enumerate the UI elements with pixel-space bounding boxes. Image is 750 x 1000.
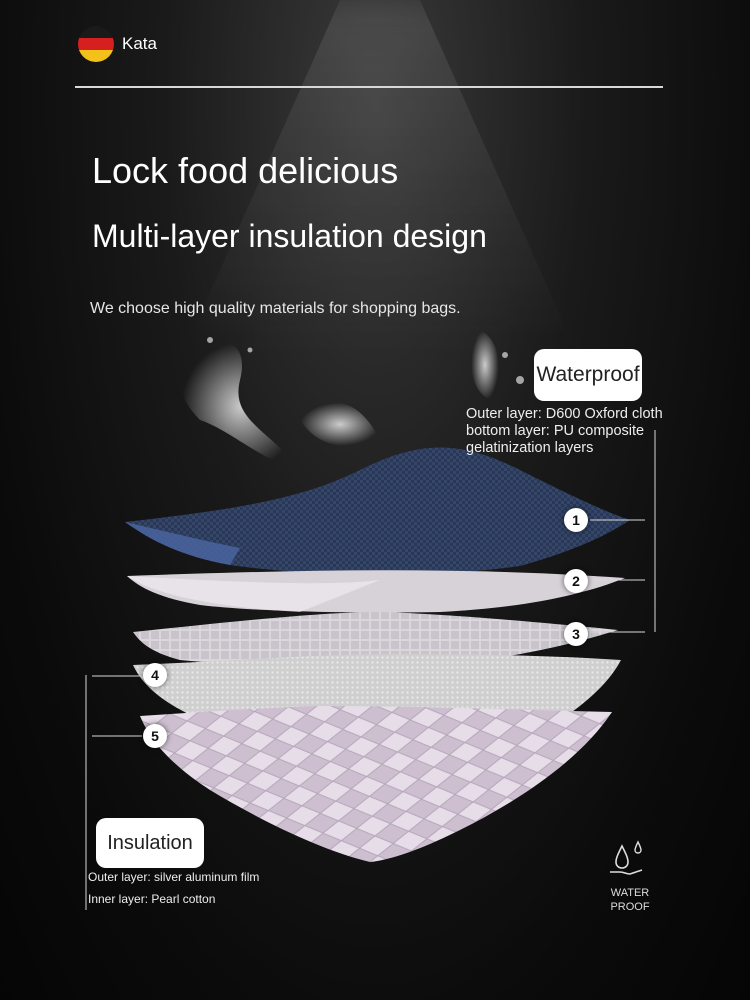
layer-number-4: 4 bbox=[143, 663, 167, 687]
intro-text: We choose high quality materials for sho… bbox=[90, 300, 461, 317]
water-splash bbox=[181, 330, 524, 470]
water-drops-hand-icon bbox=[610, 840, 643, 875]
brand-name: Kata bbox=[122, 34, 157, 53]
waterproof-line: gelatinization layers bbox=[466, 440, 594, 456]
waterproof-line: Outer layer: D600 Oxford cloth bbox=[466, 406, 663, 422]
layer-number-5: 5 bbox=[143, 724, 167, 748]
waterproof-description: Outer layer: D600 Oxford cloth bottom la… bbox=[466, 406, 663, 457]
layer-number-1: 1 bbox=[564, 508, 588, 532]
waterproof-badge-text: WATER PROOF bbox=[598, 886, 662, 914]
brand-header: Kata bbox=[78, 26, 157, 62]
layer-number-2: 2 bbox=[564, 569, 588, 593]
waterproof-badge-line2: PROOF bbox=[610, 901, 650, 913]
subheadline: Multi-layer insulation design bbox=[92, 218, 487, 254]
layer-number-3: 3 bbox=[564, 622, 588, 646]
insulation-line: Outer layer: silver aluminum film bbox=[88, 870, 260, 884]
germany-flag-icon bbox=[78, 26, 114, 62]
insulation-line: Inner layer: Pearl cotton bbox=[88, 892, 216, 906]
waterproof-badge-line1: WATER bbox=[610, 887, 650, 899]
insulation-label: Insulation bbox=[96, 818, 204, 868]
header-divider bbox=[75, 86, 663, 88]
waterproof-label: Waterproof bbox=[534, 349, 642, 401]
waterproof-line: bottom layer: PU composite bbox=[466, 423, 645, 439]
headline: Lock food delicious bbox=[92, 150, 399, 191]
